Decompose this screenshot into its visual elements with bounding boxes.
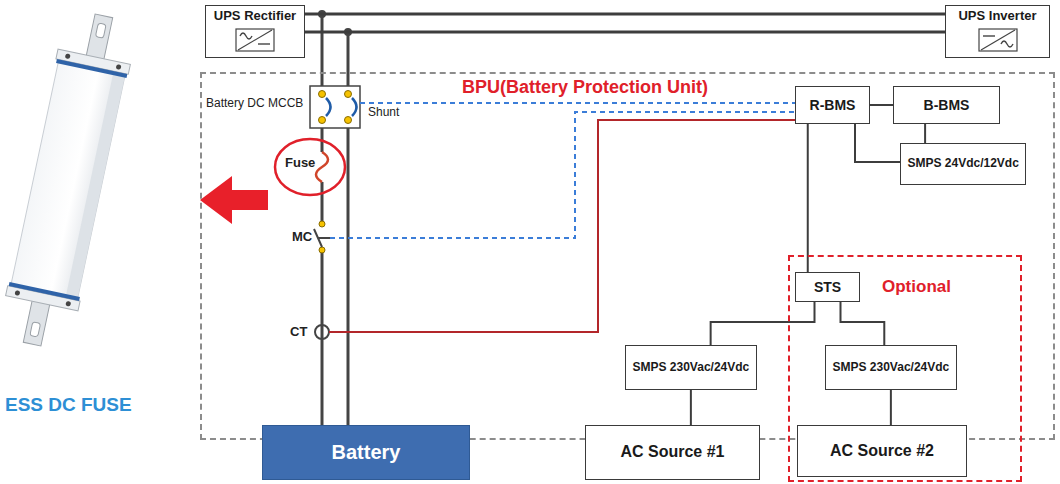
power-wire	[321, 14, 324, 86]
source-box: AC Source #1	[585, 425, 760, 480]
mccb-symbol	[319, 91, 326, 98]
wire-connector	[890, 390, 892, 425]
mccb-symbol	[352, 98, 357, 116]
rectifier-symbol	[240, 33, 252, 39]
switch-box: STS	[795, 272, 860, 302]
mccb-symbol	[345, 91, 352, 98]
source-box: AC Source #2	[797, 425, 967, 477]
mccb-symbol	[345, 117, 352, 124]
region-title: BPU(Battery Protection Unit)	[462, 77, 708, 98]
mccb-symbol	[326, 98, 331, 116]
box-label: STS	[814, 279, 841, 295]
inverter-symbol	[1001, 41, 1013, 47]
wire-connector	[690, 390, 692, 425]
ct-symbol	[315, 325, 329, 339]
battery-box: Battery	[262, 425, 470, 480]
part-label: CT	[290, 325, 307, 340]
mccb-symbol	[310, 86, 360, 128]
part-caption: ESS DC FUSE	[5, 394, 132, 416]
fuse-photo	[65, 301, 71, 307]
box-label: B-BMS	[924, 97, 970, 113]
ct-signal-line	[329, 120, 795, 332]
contactor-symbol	[319, 221, 325, 227]
box-label: SMPS 24Vdc/12Vdc	[907, 157, 1018, 171]
wire-connector	[305, 13, 945, 16]
pointer-arrow	[200, 176, 268, 224]
highlight-circle	[275, 139, 345, 195]
fuse-photo	[65, 53, 71, 59]
fuse-photo	[66, 75, 124, 297]
region-title: Optional	[882, 277, 951, 297]
wire-connector	[924, 124, 926, 143]
rectifier-symbol	[238, 30, 272, 50]
ups-block: UPS Inverter	[945, 5, 1050, 58]
box-label: R-BMS	[810, 97, 856, 113]
contactor-symbol	[319, 247, 325, 253]
wire-connector	[855, 124, 900, 162]
wire-connector	[807, 124, 809, 272]
part-label: MC	[292, 230, 312, 245]
fuse-photo	[56, 59, 127, 78]
wire-connector	[870, 104, 893, 106]
optional-region: Optional STS SMPS 230Vac/24Vdc AC Source #2	[788, 255, 1022, 482]
power-wire	[321, 182, 324, 224]
fuse-photo	[116, 64, 122, 70]
fuse-photo	[10, 58, 126, 303]
control-signal-line	[330, 103, 795, 238]
rectifier-symbol	[236, 29, 274, 51]
inverter-symbol	[983, 35, 995, 36]
box-label: SMPS 230Vac/24Vdc	[833, 361, 950, 375]
power-wire	[322, 14, 348, 425]
power-wire	[347, 128, 350, 425]
fuse-symbol	[316, 152, 328, 182]
process-box: B-BMS	[893, 86, 1000, 124]
process-box: R-BMS	[795, 86, 870, 124]
wire-connector	[841, 302, 885, 345]
power-wire	[347, 32, 350, 86]
fuse-photo	[0, 8, 139, 352]
box-label: UPS Inverter	[958, 9, 1036, 24]
inverter-symbol	[981, 30, 1015, 50]
power-wire	[321, 250, 324, 425]
box-label: AC Source #1	[620, 443, 724, 461]
box-label: AC Source #2	[830, 442, 934, 460]
ups-block: UPS Rectifier	[205, 5, 305, 58]
wire-connector	[711, 302, 815, 345]
part-label: Battery DC MCCB	[206, 97, 303, 111]
part-label: Fuse	[285, 156, 315, 171]
wire-connector	[305, 31, 945, 34]
power-supply-box: SMPS 24Vdc/12Vdc	[900, 143, 1026, 185]
contactor-symbol	[314, 229, 330, 247]
control-signal-line	[360, 102, 795, 104]
power-supply-box: SMPS 230Vac/24Vdc	[625, 345, 757, 390]
power-supply-box: SMPS 230Vac/24Vdc	[825, 345, 957, 390]
fuse-photo	[14, 290, 20, 296]
part-label: Shunt	[368, 106, 399, 120]
rectifier-symbol	[258, 43, 270, 44]
fuse-photo	[30, 322, 41, 337]
mccb-symbol	[319, 117, 326, 124]
mccb-symbol	[310, 86, 360, 128]
fuse-photo	[95, 23, 106, 38]
contactor-symbol	[314, 221, 330, 253]
rectifier-symbol	[235, 28, 275, 52]
inverter-symbol	[979, 29, 1017, 51]
box-label: Battery	[332, 441, 401, 464]
control-signal-line	[330, 112, 795, 238]
box-label: SMPS 230Vac/24Vdc	[633, 361, 750, 375]
fuse-photo	[9, 282, 80, 301]
box-label: UPS Rectifier	[214, 9, 296, 24]
inverter-symbol	[978, 28, 1018, 52]
